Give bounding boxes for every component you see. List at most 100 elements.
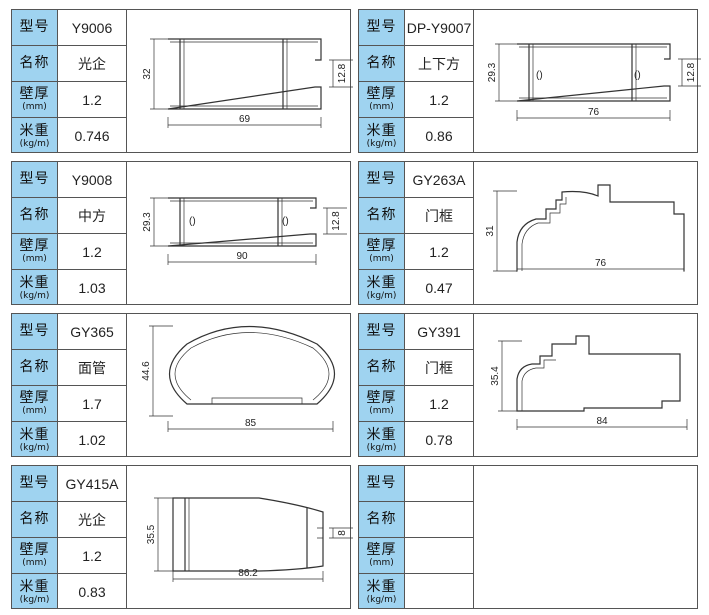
wall-label: 壁厚(mm) [359, 538, 404, 574]
model-label-text: 型号 [19, 19, 50, 35]
wall-unit: (mm) [22, 406, 47, 416]
svg-text:(): () [282, 216, 289, 227]
weight-label-text: 米重 [366, 426, 397, 443]
model-value: GY365 [58, 314, 126, 350]
value-column [405, 466, 474, 608]
model-label: 型号 [12, 466, 57, 502]
product-card: 型号 名称 壁厚(mm) 米重(kg/m) Y9008 中方 1.2 1.03 … [11, 161, 351, 305]
model-value: GY391 [405, 314, 473, 350]
wall-unit: (mm) [22, 254, 47, 264]
product-card: 型号 名称 壁厚(mm) 米重(kg/m) Y9006 光企 1.2 0.746… [11, 9, 353, 153]
wall-label: 壁厚(mm) [12, 82, 57, 118]
dimension-label: 31 [485, 225, 496, 237]
label-column: 型号 名称 壁厚(mm) 米重(kg/m) [359, 466, 405, 608]
value-column: Y9008 中方 1.2 1.03 [58, 162, 127, 304]
name-value: 面管 [58, 350, 126, 386]
value-column: DP-Y9007 上下方 1.2 0.86 [405, 10, 474, 152]
label-column: 型号 名称 壁厚(mm) 米重(kg/m) [12, 162, 58, 304]
product-card: 型号 名称 壁厚(mm) 米重(kg/m) GY263A 门框 1.2 0.47… [358, 161, 698, 305]
dimension-label: 29.3 [142, 212, 153, 232]
model-label-text: 型号 [19, 323, 50, 339]
wall-unit: (mm) [22, 558, 47, 568]
wall-value: 1.2 [58, 82, 126, 118]
wall-value: 1.2 [58, 538, 126, 574]
weight-unit: (kg/m) [19, 442, 50, 453]
weight-label-text: 米重 [366, 578, 397, 595]
wall-label: 壁厚(mm) [359, 82, 404, 118]
name-value: 门框 [405, 198, 473, 234]
dimension-label: 32 [142, 68, 153, 80]
name-value [405, 502, 473, 538]
wall-value: 1.2 [405, 82, 473, 118]
model-value [405, 466, 473, 502]
wall-unit: (mm) [369, 558, 394, 568]
value-column: Y9006 光企 1.2 0.746 [58, 10, 127, 152]
weight-label: 米重(kg/m) [12, 422, 57, 458]
weight-value: 0.47 [425, 280, 453, 296]
name-value: 上下方 [405, 46, 473, 82]
wall-label-text: 壁厚 [19, 390, 50, 406]
weight-label-text: 米重 [19, 578, 50, 595]
weight-label: 米重(kg/m) [12, 270, 57, 306]
wall-unit: (mm) [369, 406, 394, 416]
model-label: 型号 [12, 162, 57, 198]
weight-unit: (kg/m) [366, 442, 397, 453]
weight-label-text: 米重 [19, 426, 50, 443]
wall-label: 壁厚(mm) [12, 538, 57, 574]
weight-label: 米重(kg/m) [12, 118, 57, 154]
name-label: 名称 [359, 198, 404, 234]
model-value: Y9008 [58, 162, 126, 198]
wall-label-text: 壁厚 [366, 542, 397, 558]
svg-text:(): () [189, 216, 196, 227]
name-value: 门框 [405, 350, 473, 386]
wall-label-text: 壁厚 [366, 390, 397, 406]
name-label-text: 名称 [19, 359, 50, 375]
model-label: 型号 [12, 314, 57, 350]
name-label-text: 名称 [366, 511, 397, 527]
name-label-text: 名称 [19, 207, 50, 223]
weight-label: 米重(kg/m) [359, 270, 404, 306]
name-value: 中方 [58, 198, 126, 234]
wall-label-text: 壁厚 [366, 86, 397, 102]
product-card: 型号 名称 壁厚(mm) 米重(kg/m) GY415A 光企 1.2 0.83… [11, 465, 353, 609]
dimension-label: 69 [239, 114, 251, 125]
value-column: GY263A 门框 1.2 0.47 [405, 162, 474, 304]
model-label: 型号 [359, 466, 404, 502]
dimension-label: 44.6 [141, 361, 152, 381]
value-column: GY415A 光企 1.2 0.83 [58, 466, 127, 608]
model-value: DP-Y9007 [405, 10, 473, 46]
wall-unit: (mm) [369, 254, 394, 264]
name-label: 名称 [359, 350, 404, 386]
profile-cross-section: 35.484 [490, 335, 688, 430]
wall-label: 壁厚(mm) [12, 386, 57, 422]
wall-unit: (mm) [22, 102, 47, 112]
model-value: GY415A [58, 466, 126, 502]
wall-value: 1.2 [405, 386, 473, 422]
weight-label-text: 米重 [19, 274, 50, 291]
name-label: 名称 [12, 46, 57, 82]
dimension-label: 8 [337, 530, 348, 536]
weight-label-text: 米重 [366, 122, 397, 139]
label-column: 型号 名称 壁厚(mm) 米重(kg/m) [12, 10, 58, 152]
weight-unit: (kg/m) [19, 594, 50, 605]
dimension-label: 86.2 [238, 568, 258, 579]
svg-text:(): () [634, 70, 641, 81]
model-label-text: 型号 [366, 171, 397, 187]
model-label: 型号 [359, 10, 404, 46]
product-card: 型号 名称 壁厚(mm) 米重(kg/m) [358, 465, 698, 609]
profile-cross-section: 44.685 [141, 325, 336, 432]
wall-label-text: 壁厚 [366, 238, 397, 254]
label-column: 型号 名称 壁厚(mm) 米重(kg/m) [12, 314, 58, 456]
name-label-text: 名称 [366, 207, 397, 223]
wall-label: 壁厚(mm) [359, 234, 404, 270]
wall-value: 1.2 [58, 234, 126, 270]
weight-label: 米重(kg/m) [359, 574, 404, 610]
model-label: 型号 [12, 10, 57, 46]
